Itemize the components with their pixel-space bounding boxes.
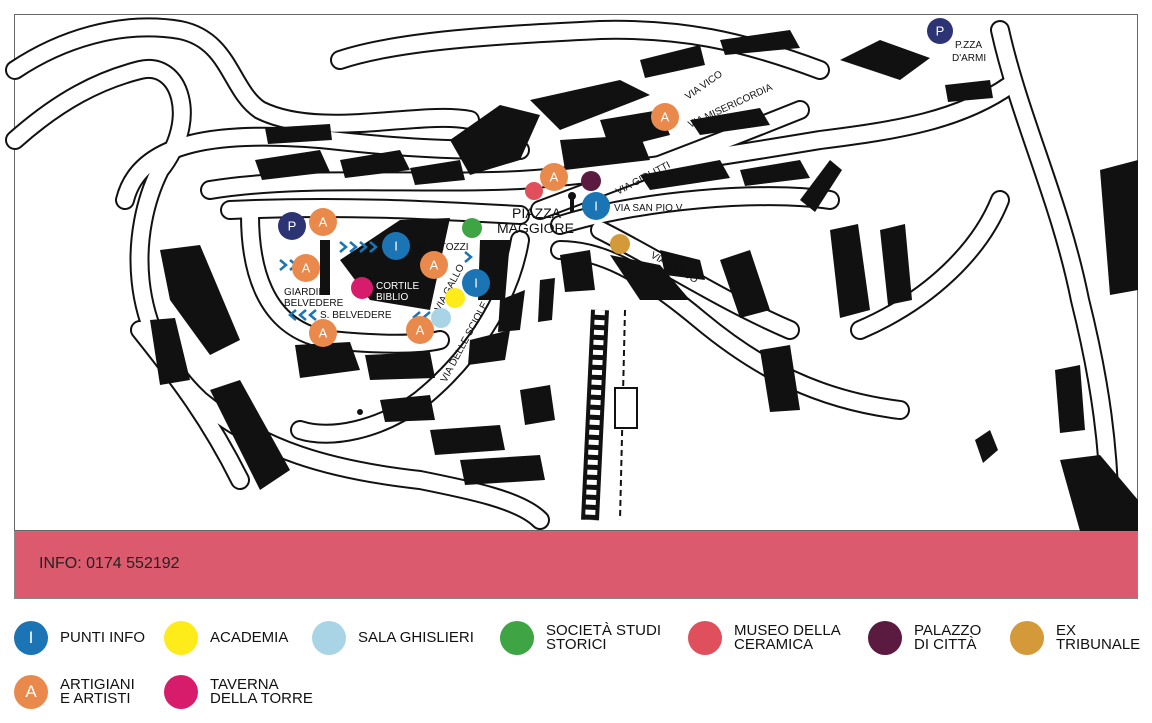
svg-text:A: A <box>550 170 559 185</box>
svg-text:A: A <box>319 326 328 341</box>
sala-ghislieri-marker[interactable] <box>431 308 451 328</box>
legend-sala-ghislieri: SALA GHISLIERI <box>312 621 474 655</box>
svg-text:I: I <box>394 239 398 254</box>
svg-text:I: I <box>474 276 478 291</box>
societa-dot-icon <box>500 621 534 655</box>
place-giardini-2: BELVEDERE <box>284 298 344 309</box>
street-s-belvedere: S. BELVEDERE <box>320 310 392 321</box>
academia-dot-icon <box>164 621 198 655</box>
parking-marker[interactable]: P <box>278 212 306 240</box>
info-marker[interactable]: I <box>462 269 490 297</box>
artisan-marker[interactable]: A <box>540 163 568 191</box>
svg-text:P: P <box>936 24 945 39</box>
museo-ceramica-marker[interactable] <box>525 182 543 200</box>
legend-punti-info: I PUNTI INFO <box>14 621 145 655</box>
place-cortile-1: CORTILE <box>376 281 419 292</box>
route-arrows <box>279 241 473 323</box>
svg-text:P: P <box>288 219 297 234</box>
tribunale-dot-icon <box>1010 621 1044 655</box>
parking-marker[interactable]: P <box>927 18 953 44</box>
palazzo-citta-marker[interactable] <box>581 171 601 191</box>
svg-text:A: A <box>319 215 328 230</box>
place-piazza-maggiore-1: PIAZZA <box>512 205 562 221</box>
info-phone: INFO: 0174 552192 <box>39 555 180 572</box>
svg-text:A: A <box>430 258 439 273</box>
artisan-marker[interactable]: A <box>309 319 337 347</box>
place-pzza-armi-2: D'ARMI <box>952 53 986 64</box>
svg-text:A: A <box>661 110 670 125</box>
railway <box>581 309 638 521</box>
societa-studi-marker[interactable] <box>462 218 482 238</box>
info-icon: I <box>14 621 48 655</box>
place-piazza-maggiore-2: MAGGIORE <box>497 220 574 236</box>
info-marker[interactable]: I <box>382 232 410 260</box>
svg-text:A: A <box>302 261 311 276</box>
place-giardini-1: GIARDINI <box>284 287 328 298</box>
artisan-marker[interactable]: A <box>309 208 337 236</box>
info-marker[interactable]: I <box>582 192 610 220</box>
street-via-san-pio-v: VIA SAN PIO V <box>614 203 683 214</box>
museo-dot-icon <box>688 621 722 655</box>
svg-text:A: A <box>416 323 425 338</box>
ex-tribunale-marker[interactable] <box>610 234 630 254</box>
artisan-marker[interactable]: A <box>406 316 434 344</box>
artisan-marker[interactable]: A <box>651 103 679 131</box>
taverna-dot-icon <box>164 675 198 709</box>
map-markers[interactable]: P P A A A A A A A I I I <box>278 18 953 415</box>
sala-ghislieri-dot-icon <box>312 621 346 655</box>
place-cortile-2: BIBLIO <box>376 292 408 303</box>
buildings <box>150 30 1138 531</box>
legend-academia: ACADEMIA <box>164 621 288 655</box>
place-pzza-armi-1: P.ZZA <box>955 40 982 51</box>
artisan-icon: A <box>14 675 48 709</box>
point-icon <box>357 409 363 415</box>
artisan-marker[interactable]: A <box>292 254 320 282</box>
palazzo-dot-icon <box>868 621 902 655</box>
artisan-marker[interactable]: A <box>420 251 448 279</box>
fountain-icon <box>568 192 576 212</box>
taverna-torre-marker[interactable] <box>351 277 373 299</box>
street-via-vitozzi: VIA VITOZZI <box>412 242 469 253</box>
town-map: VIA VICO VIA MISERICORDIA VIA GIOLITTI V… <box>5 14 1138 531</box>
info-bar: INFO: 0174 552192 <box>14 531 1138 599</box>
academia-marker[interactable] <box>445 288 465 308</box>
svg-text:I: I <box>594 199 598 214</box>
